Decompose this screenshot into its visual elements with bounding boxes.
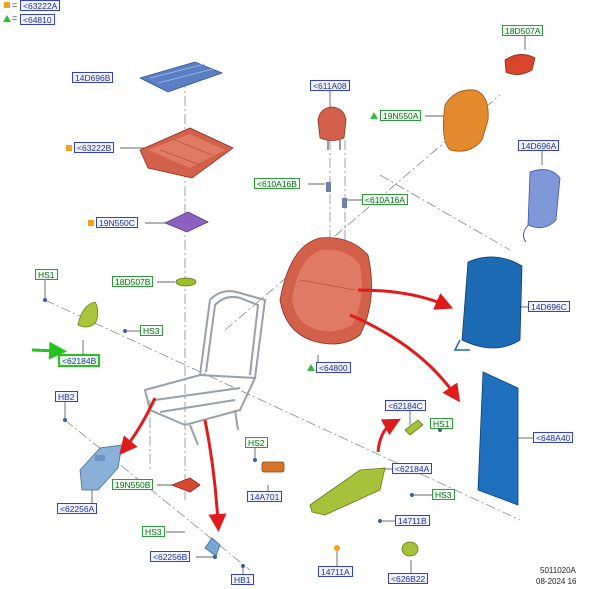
callout-62184B[interactable]: <62184B [58,354,101,367]
callout-14D696B[interactable]: 14D696B [72,72,114,83]
callout-62184C[interactable]: <62184C [385,400,426,411]
panel-14D696C [453,256,523,351]
bracket-62256B [204,537,221,557]
bracket-62256A [79,444,123,491]
callout-19N550A[interactable]: 19N550A [380,110,422,121]
sensor-18D507B [175,277,197,287]
callout-62256B[interactable]: <62256B [150,551,191,562]
heater-19N550C [164,211,209,233]
callout-HS3-bottom[interactable]: HS3 [142,526,165,537]
callout-HS3-right[interactable]: HS3 [432,489,455,500]
green-triangle-marker [3,15,11,22]
cushion-63222B [139,127,234,179]
orange-square-marker [88,220,94,226]
trim-62184C [404,419,424,436]
callout-648A40[interactable]: <648A40 [533,432,574,443]
green-triangle-marker [370,112,378,119]
callout-19N550C[interactable]: 19N550C [96,217,138,228]
knob-626B22 [401,541,419,557]
pad-14D696A [522,169,561,243]
callout-14A701[interactable]: 14A701 [247,491,283,502]
lever-62184B [77,301,99,328]
callout-14D696C[interactable]: 14D696C [528,301,570,312]
panel-648A40 [477,371,519,506]
pad-14D696B [138,61,224,93]
seatback-64800 [279,237,372,345]
callout-62256A[interactable]: <62256A [57,503,98,514]
callout-18D507A[interactable]: 18D507A [502,25,544,36]
heater-19N550A [442,89,489,152]
callout-HS1-right[interactable]: HS1 [430,418,453,429]
drawing-date: 08-2024 16 [536,577,577,586]
guide-610A16B [326,182,331,192]
orange-square-marker [4,2,10,8]
green-triangle-marker [307,364,315,371]
callout-14711A[interactable]: 14711A [318,566,353,577]
orange-square-marker [66,145,72,151]
clip-dot [334,545,340,551]
callout-HS1-left[interactable]: HS1 [35,269,58,280]
callout-14D696A[interactable]: 14D696A [518,140,560,151]
sensor-18D507A [504,54,536,75]
switch-14A701 [261,461,285,473]
legend-eq-1: = [12,0,18,10]
callout-HS2[interactable]: HS2 [245,437,268,448]
drawing-code: 5011020A [540,566,576,575]
guide-610A16A [342,198,347,208]
callout-HB2[interactable]: HB2 [55,391,78,402]
legend-code-64810[interactable]: <64810 [20,14,55,25]
callout-62184A[interactable]: <62184A [392,463,433,474]
seat-frame [143,290,267,446]
red-arrows [119,288,461,532]
callout-610A16B[interactable]: <610A16B [254,178,300,189]
callout-14711B[interactable]: 14711B [395,515,430,526]
callout-HS3-left[interactable]: HS3 [140,325,163,336]
callout-HB1[interactable]: HB1 [231,574,254,585]
callout-626B22[interactable]: <626B22 [388,573,429,584]
motor-19N550B [170,477,201,493]
callout-63222B[interactable]: <63222B [74,142,115,153]
fastener-dots [43,298,442,568]
legend-eq-2: = [12,13,18,23]
callout-64800[interactable]: <64800 [316,362,351,373]
shield-62184A [309,467,386,516]
green-arrow [31,341,67,360]
callout-611A08[interactable]: <611A08 [310,80,350,91]
headrest-611A08 [317,106,347,150]
callout-18D507B[interactable]: 18D507B [112,276,154,287]
callout-610A16A[interactable]: <610A16A [362,194,408,205]
legend-code-63222A[interactable]: <63222A [20,0,61,11]
callout-19N550B[interactable]: 19N550B [112,479,154,490]
